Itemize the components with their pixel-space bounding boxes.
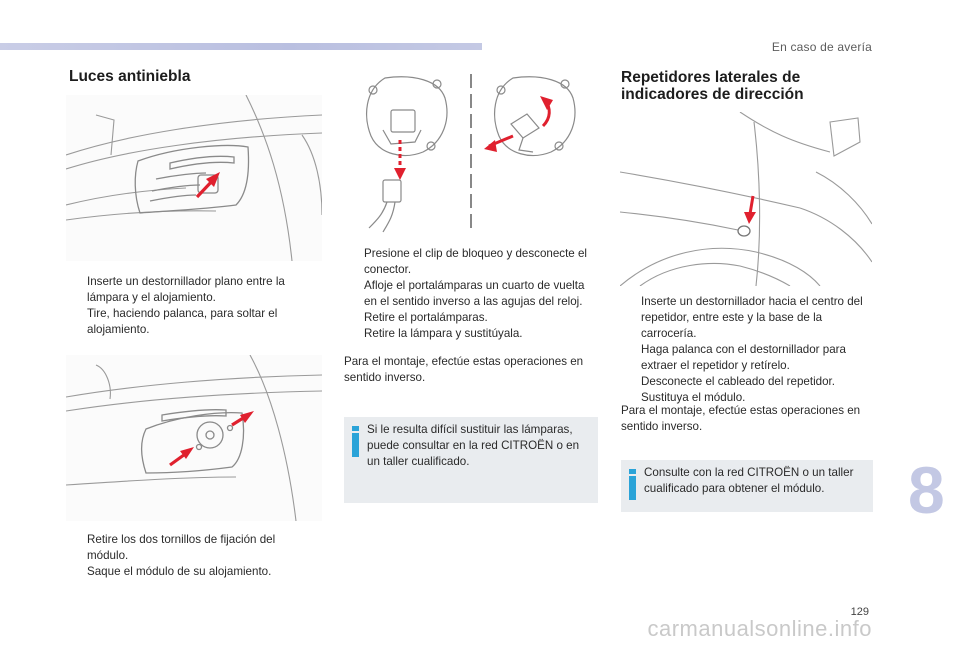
list-item: Presione el clip de bloqueo y desconecte… (364, 247, 588, 276)
list-item: Afloje el portalámparas un cuarto de vue… (364, 279, 585, 308)
info-text: Si le resulta difícil sustituir las lámp… (367, 423, 580, 468)
list-item: Inserte un destornillador plano entre la… (87, 275, 285, 304)
side-repeater-illustration (619, 111, 873, 287)
list-item: Saque el módulo de su alojamiento. (87, 565, 272, 578)
fog-light-steps-1: Inserte un destornillador plano entre la… (67, 274, 317, 338)
list-item: Desconecte el cableado del repetidor. (641, 375, 836, 388)
repeater-reassembly-note: Para el montaje, efectúe estas operacion… (621, 404, 861, 433)
watermark: carmanualsonline.info (647, 616, 872, 641)
bulb-steps: Presione el clip de bloqueo y desconecte… (344, 246, 598, 342)
list-item: Haga palanca con el destornillador para … (641, 343, 846, 372)
info-text: Consulte con la red CITROËN o un taller … (644, 466, 854, 495)
fog-light-module-illustration (66, 355, 322, 521)
info-icon (629, 469, 636, 500)
list-item: Retire el portalámparas. (364, 311, 488, 324)
header-accent-bar (0, 43, 482, 50)
info-icon (352, 426, 359, 457)
list-item: Inserte un destornillador hacia el centr… (641, 295, 863, 340)
fog-lights-title: Luces antiniebla (69, 68, 191, 85)
section-header: En caso de avería (771, 40, 872, 54)
repeater-steps: Inserte un destornillador hacia el centr… (621, 294, 873, 406)
chapter-tab: 8 (900, 453, 960, 528)
page-number: 129 (850, 606, 869, 618)
reassembly-note: Para el montaje, efectúe estas operacion… (344, 355, 584, 384)
info-box-lamps: Si le resulta difícil sustituir las lámp… (344, 417, 598, 503)
fog-light-housing-illustration (66, 95, 322, 261)
list-item: Sustituya el módulo. (641, 391, 746, 404)
list-item: Retire la lámpara y sustitúyala. (364, 327, 523, 340)
list-item: Tire, haciendo palanca, para soltar el a… (87, 307, 278, 336)
bulb-holder-illustration (343, 70, 599, 234)
chapter-number: 8 (908, 453, 945, 527)
info-box-module: Consulte con la red CITROËN o un taller … (621, 460, 873, 512)
list-item: Retire los dos tornillos de fijación del… (87, 533, 276, 562)
fog-light-steps-2: Retire los dos tornillos de fijación del… (67, 532, 317, 580)
